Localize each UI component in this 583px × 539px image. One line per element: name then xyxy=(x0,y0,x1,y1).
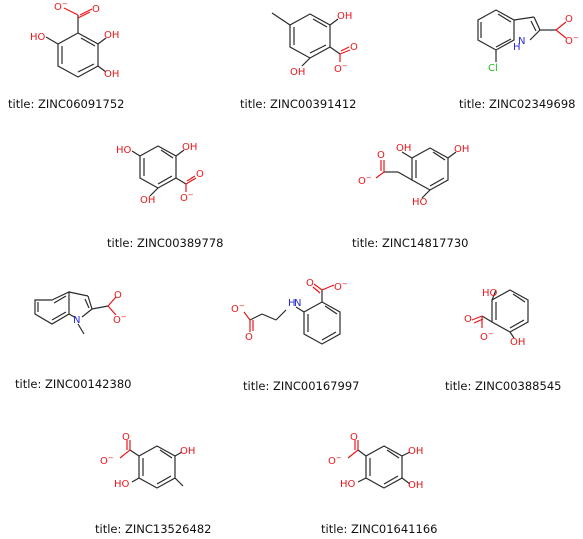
atom-label: H xyxy=(513,42,521,53)
atom-label: O− xyxy=(180,191,194,204)
atom-label: O− xyxy=(231,302,245,315)
molecule-title: title: ZINC00389778 xyxy=(107,236,224,250)
atom-label: HO xyxy=(412,197,428,208)
atom-label: OH xyxy=(408,446,423,457)
atom-label: HO xyxy=(30,32,46,43)
atom-label: O− xyxy=(328,454,342,467)
atom-label: O− xyxy=(334,62,348,75)
molecule-title: title: ZINC01641166 xyxy=(321,522,438,536)
atom-label: N xyxy=(294,298,301,309)
molecule-title: title: ZINC00142380 xyxy=(15,377,132,391)
atom-label: OH xyxy=(290,67,305,78)
molecule-zinc01641166: O O− OH OH HO xyxy=(328,432,423,491)
molecule-zinc00167997: H N O O− O− O xyxy=(231,278,348,345)
molecule-zinc06091752: O− O HO OH OH xyxy=(30,0,119,80)
atom-label: HO xyxy=(114,479,130,490)
molecule-zinc00142380: N O O− xyxy=(34,290,127,335)
atom-label: O xyxy=(114,290,122,301)
molecule-title: title: ZINC06091752 xyxy=(8,97,125,111)
atom-label: O xyxy=(122,432,130,443)
atom-label: OH xyxy=(510,337,525,348)
atom-label: N xyxy=(518,36,525,47)
molecule-zinc00391412: OH OH O O− xyxy=(271,11,358,78)
atom-label: OH xyxy=(104,30,119,41)
molecule-title: title: ZINC02349698 xyxy=(459,97,576,111)
atom-label: O xyxy=(565,14,573,25)
atom-label: O xyxy=(196,169,204,180)
molecule-zinc02349698: N H Cl O O− xyxy=(477,9,579,74)
molecule-zinc14817730: OH OH O O− HO xyxy=(358,143,469,208)
atom-label: HO xyxy=(116,145,132,156)
atom-label: O− xyxy=(358,174,372,187)
atom-label: Cl xyxy=(488,63,498,74)
atom-label: O xyxy=(464,314,472,325)
atom-label: HO xyxy=(482,288,498,299)
molecule-title: title: ZINC00391412 xyxy=(240,97,357,111)
molecule-zinc13526482: O O− OH HO xyxy=(100,432,195,490)
atom-label: H xyxy=(288,298,296,309)
atom-label: OH xyxy=(104,69,119,80)
molecule-title: title: ZINC00167997 xyxy=(243,379,360,393)
atom-label: OH xyxy=(140,195,155,206)
atom-label: O xyxy=(92,4,100,15)
atom-label: O− xyxy=(334,280,348,293)
atom-label: OH xyxy=(454,144,469,155)
atom-label: O− xyxy=(54,0,68,13)
molecule-title: title: ZINC14817730 xyxy=(352,236,469,250)
atom-label: O− xyxy=(480,330,494,343)
atom-label: O xyxy=(306,278,314,289)
atom-label: O− xyxy=(113,313,127,326)
atom-label: OH xyxy=(408,480,423,491)
atom-label: N xyxy=(73,315,80,326)
atom-label: OH xyxy=(337,11,352,22)
atom-label: O xyxy=(377,150,385,161)
atom-label: O xyxy=(350,42,358,53)
atom-label: OH xyxy=(180,446,195,457)
molecule-zinc00389778: HO OH O O− OH xyxy=(116,142,204,206)
molecule-title: title: ZINC00388545 xyxy=(445,379,562,393)
atom-label: OH xyxy=(396,143,411,154)
molecule-zinc00388545: HO O O− OH xyxy=(464,288,529,348)
atom-label: O− xyxy=(100,454,114,467)
atom-label: O− xyxy=(565,34,579,47)
atom-label: O xyxy=(350,432,358,443)
atom-label: HO xyxy=(340,479,356,490)
molecule-title: title: ZINC13526482 xyxy=(95,522,212,536)
atom-label: OH xyxy=(182,142,197,153)
atom-label: O xyxy=(245,332,253,343)
